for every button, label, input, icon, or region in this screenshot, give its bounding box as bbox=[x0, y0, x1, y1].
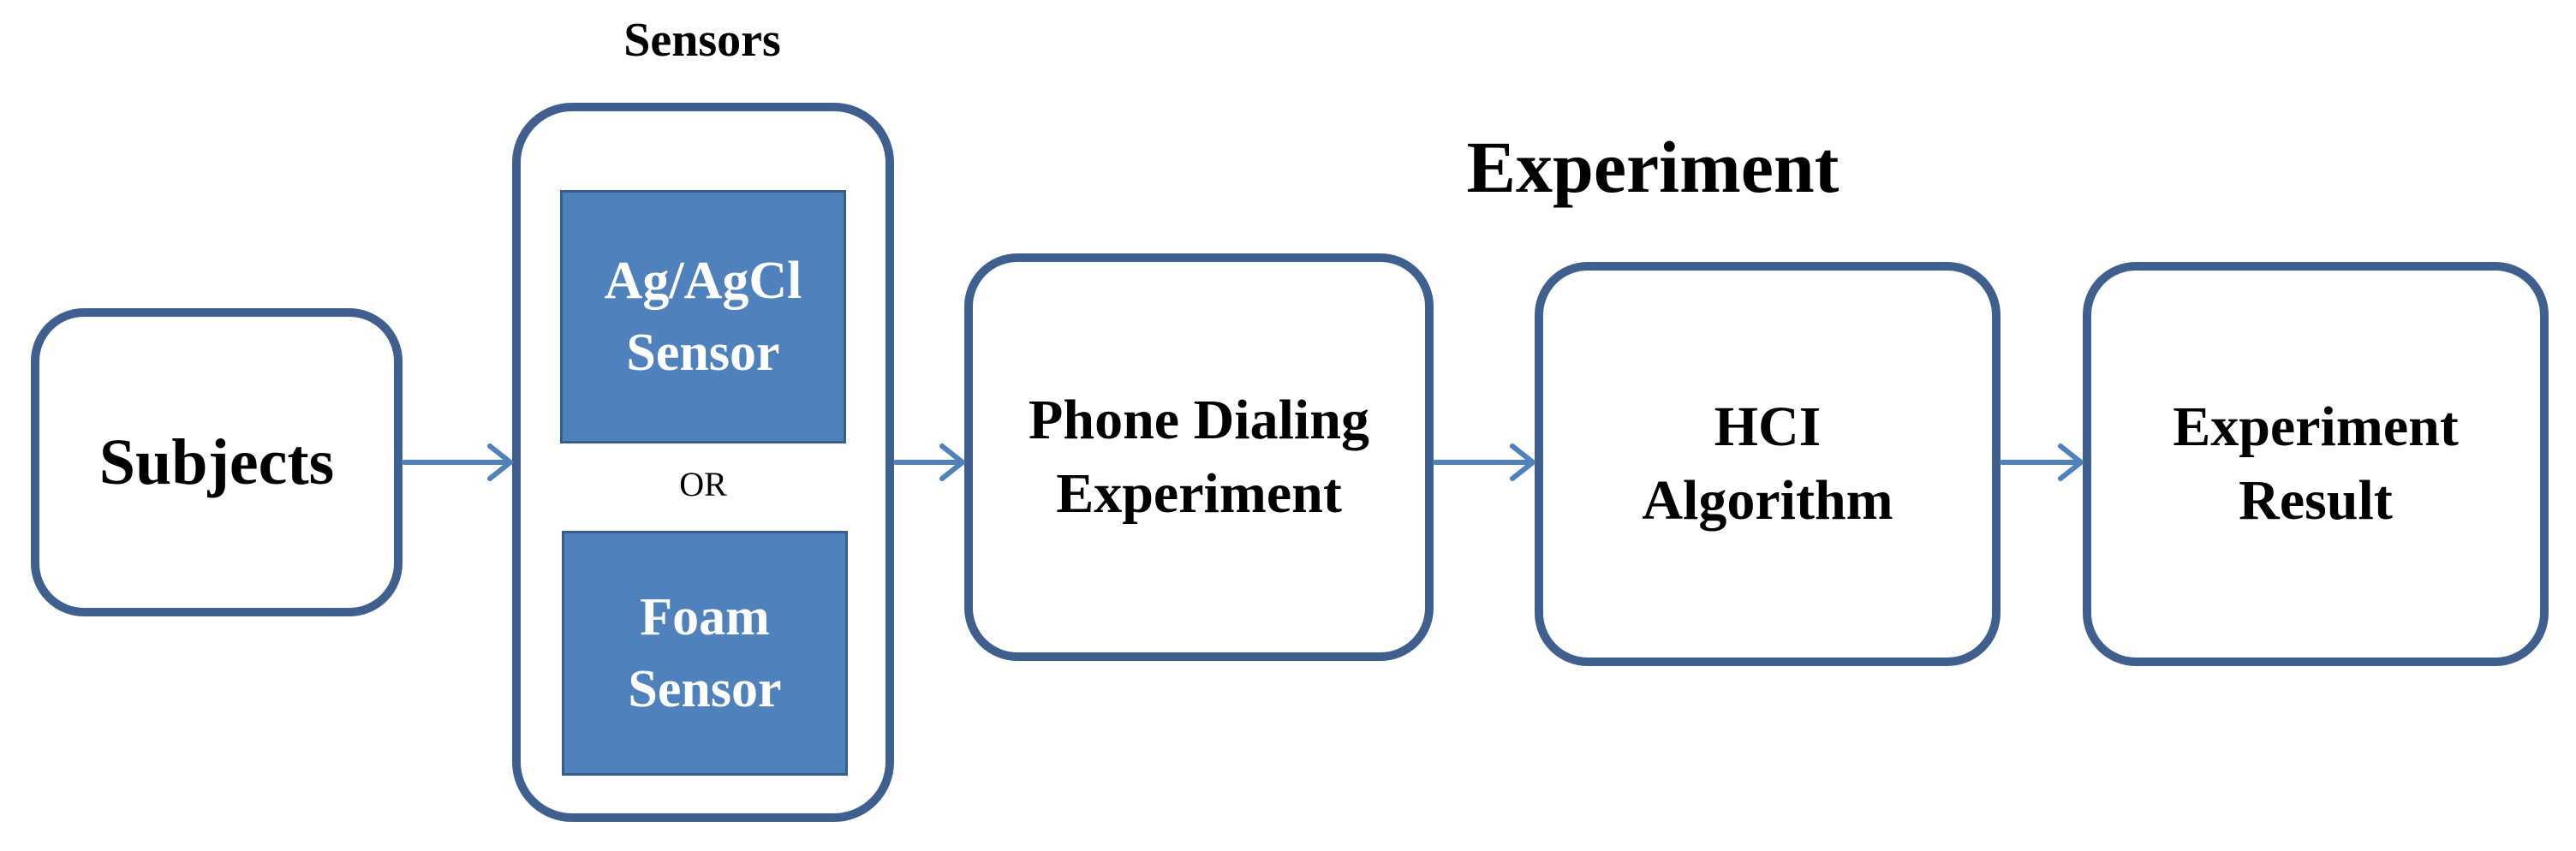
arrow-sensors-to-phone-dialing bbox=[893, 443, 965, 481]
phone-dialing-experiment-box: Phone Dialing Experiment bbox=[964, 253, 1434, 661]
experiment-result-box: Experiment Result bbox=[2083, 262, 2549, 666]
foam-sensor-label: Foam Sensor bbox=[628, 588, 782, 718]
agagcl-sensor-box: Ag/AgCl Sensor bbox=[560, 190, 846, 443]
phone-dialing-experiment-label: Phone Dialing Experiment bbox=[1029, 389, 1369, 525]
hci-algorithm-label: HCI Algorithm bbox=[1642, 396, 1893, 532]
arrow-phone-dialing-to-hci bbox=[1433, 443, 1535, 481]
arrow-hci-to-result bbox=[2000, 443, 2084, 481]
foam-sensor-box: Foam Sensor bbox=[562, 531, 848, 776]
experiment-result-label: Experiment Result bbox=[2173, 396, 2459, 532]
hci-algorithm-box: HCI Algorithm bbox=[1535, 262, 2001, 666]
arrow-subjects-to-sensors bbox=[402, 443, 513, 481]
experiment-heading: Experiment bbox=[1466, 126, 1840, 208]
subjects-label: Subjects bbox=[98, 426, 335, 498]
agagcl-sensor-label: Ag/AgCl Sensor bbox=[604, 252, 802, 382]
sensors-heading: Sensors bbox=[623, 14, 781, 67]
or-label: OR bbox=[679, 465, 727, 503]
sensors-group-box: Ag/AgCl Sensor OR Foam Sensor bbox=[512, 103, 894, 822]
subjects-box: Subjects bbox=[31, 308, 402, 616]
